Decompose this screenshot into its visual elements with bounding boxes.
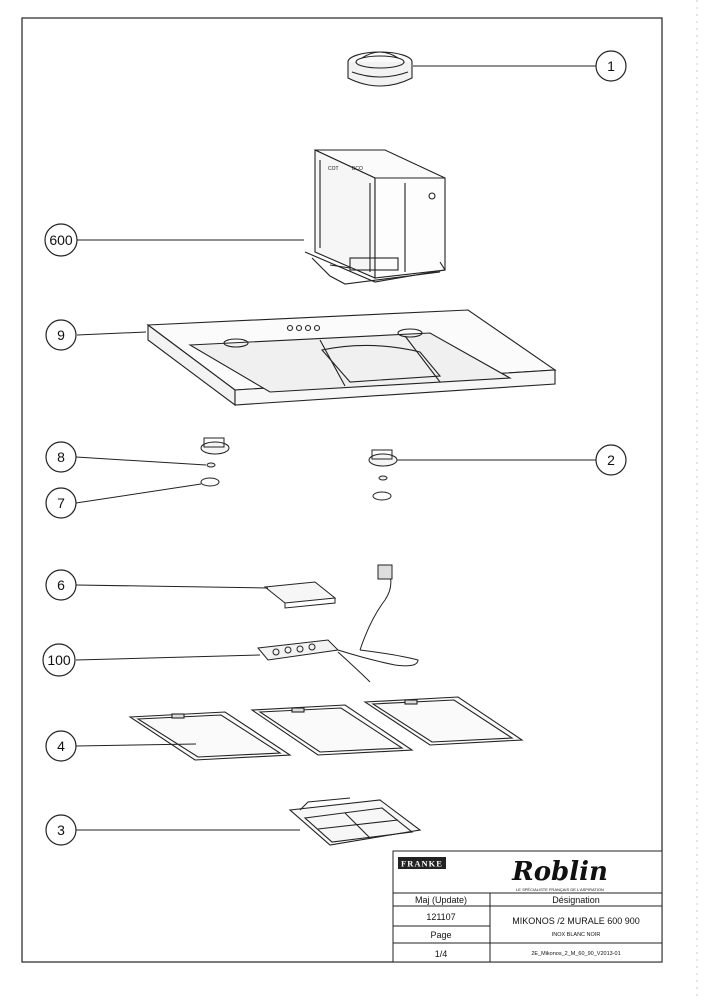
callout-1: 1	[595, 50, 627, 82]
part-1-collar	[347, 51, 413, 87]
svg-text:2: 2	[607, 452, 615, 468]
callout-600: 600	[44, 223, 78, 257]
maj-value: 121107	[426, 912, 455, 922]
callout-6: 6	[45, 569, 77, 601]
page-label: Page	[430, 930, 451, 940]
designation-sub: INOX BLANC NOIR	[552, 932, 601, 938]
designation-label: Désignation	[552, 895, 600, 905]
callout-8: 8	[45, 441, 77, 473]
callout-2: 2	[595, 444, 627, 476]
svg-text:4: 4	[57, 738, 65, 754]
callout-3: 3	[45, 814, 77, 846]
svg-text:100: 100	[47, 652, 71, 668]
svg-text:FRANKE: FRANKE	[401, 859, 443, 869]
part-3-charcoal-filter	[288, 797, 422, 846]
svg-text:7: 7	[57, 495, 65, 511]
svg-text:9: 9	[57, 327, 65, 343]
svg-text:3: 3	[57, 822, 65, 838]
leader-6	[75, 584, 269, 589]
part-100-switch-cable	[257, 564, 419, 683]
leader-7	[75, 483, 202, 504]
leader-9	[76, 331, 147, 336]
part-600-motor-box	[304, 149, 446, 285]
part-2-lamp-holders	[200, 437, 398, 467]
page-frame	[21, 17, 663, 963]
callout-7: 7	[45, 487, 77, 519]
leader-4	[75, 743, 197, 747]
franke-logo: FRANKE	[398, 857, 446, 869]
callout-100: 100	[42, 643, 76, 677]
callout-9: 9	[45, 319, 77, 351]
part-9-hood-body	[146, 309, 557, 407]
part-6-plate	[263, 581, 337, 609]
page-value: 1/4	[435, 949, 448, 959]
maj-label: Maj (Update)	[415, 895, 467, 905]
title-block	[392, 850, 663, 963]
motor-mark-right: BCO	[352, 166, 363, 172]
leader-100	[75, 654, 261, 661]
motor-mark-left: COT	[328, 166, 339, 172]
callout-4: 4	[45, 730, 77, 762]
svg-text:600: 600	[49, 232, 73, 248]
roblin-logo: Roblin	[511, 857, 608, 887]
svg-text:6: 6	[57, 577, 65, 593]
part-4-grease-filters	[128, 696, 524, 761]
svg-text:1: 1	[607, 58, 615, 74]
designation-value: MIKONOS /2 MURALE 600 900	[512, 916, 640, 926]
svg-text:8: 8	[57, 449, 65, 465]
roblin-tagline: LE SPÉCIALISTE FRANÇAIS DE L'ASPIRATION	[516, 887, 604, 892]
doc-ref: 2E_Mikonos_2_M_60_90_V2013-01	[531, 951, 620, 957]
part-7-lamp-glass	[200, 477, 392, 501]
part-8-bulbs	[206, 462, 388, 481]
leader-8	[75, 456, 207, 466]
